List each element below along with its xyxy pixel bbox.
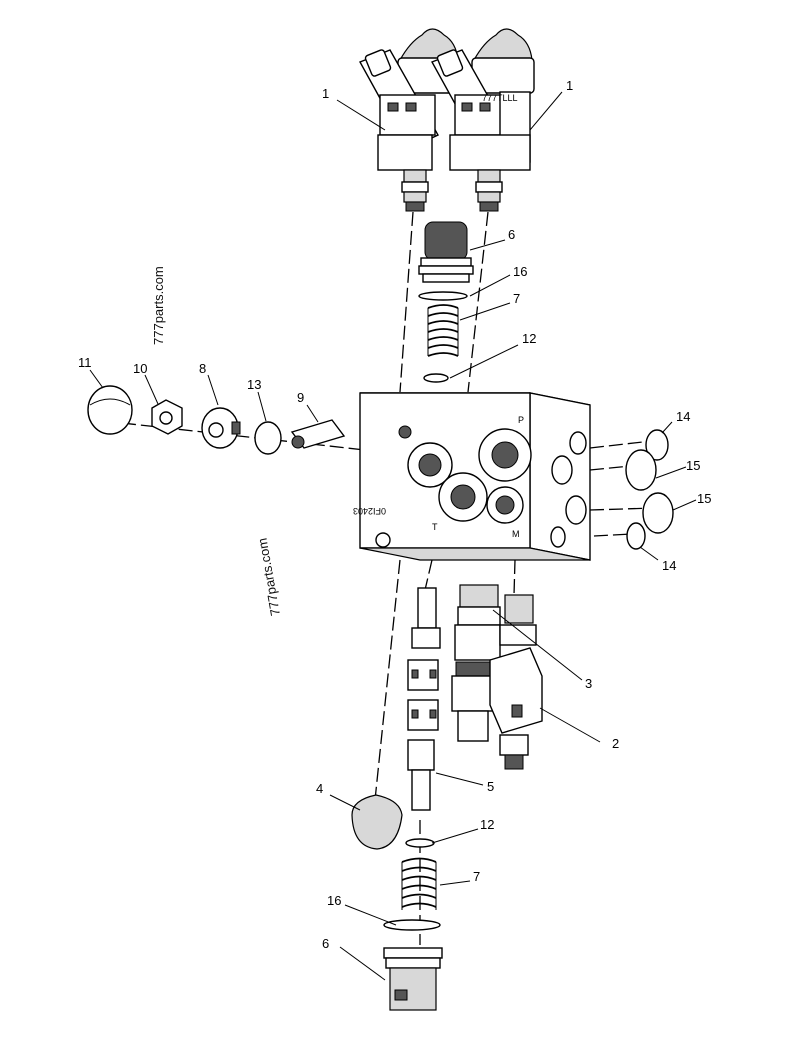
cap-part-11 bbox=[87, 385, 133, 435]
watermark-inverted: 777parts.com bbox=[255, 537, 283, 617]
callout-13: 13 bbox=[247, 377, 261, 392]
callout-14-top: 14 bbox=[676, 409, 690, 424]
callout-11: 11 bbox=[78, 355, 92, 370]
washer-top bbox=[418, 291, 468, 301]
watermark-vertical: 777parts.com bbox=[151, 266, 166, 345]
spool-part-5 bbox=[407, 587, 441, 811]
plug-bottom bbox=[383, 947, 443, 1011]
callout-3: 3 bbox=[585, 676, 592, 691]
o-ring-part-14-bottom bbox=[626, 522, 646, 550]
o-ring-part-15-bottom bbox=[642, 492, 674, 534]
callout-2: 2 bbox=[612, 736, 619, 751]
port-m-label: M bbox=[512, 529, 520, 539]
callout-1-left: 1 bbox=[322, 86, 329, 101]
serial-marking: 0FI2403 bbox=[353, 506, 386, 516]
callout-15-bottom: 15 bbox=[697, 491, 711, 506]
cap-part-4 bbox=[351, 794, 403, 850]
o-ring-bottom bbox=[405, 838, 435, 848]
callout-labels: 1 1 2 3 4 5 6 6 7 7 8 9 10 11 12 12 13 1… bbox=[78, 78, 711, 951]
port-p-label: P bbox=[518, 415, 524, 425]
leader-lines bbox=[89, 91, 697, 981]
washer-bottom bbox=[383, 919, 441, 931]
solenoid-watermark: 777TLLL bbox=[482, 93, 518, 103]
solenoid-left bbox=[359, 28, 461, 212]
callout-9: 9 bbox=[297, 390, 304, 405]
valve-body: P T M 0FI2403 bbox=[353, 392, 591, 561]
spring-top bbox=[427, 304, 459, 357]
callout-7-bottom: 7 bbox=[473, 869, 480, 884]
adapter-part-10 bbox=[151, 399, 183, 435]
callout-8: 8 bbox=[199, 361, 206, 376]
callout-1-right: 1 bbox=[566, 78, 573, 93]
plug-top bbox=[418, 221, 474, 283]
callout-4: 4 bbox=[316, 781, 323, 796]
solenoid-right: 777TLLL bbox=[431, 28, 535, 212]
callout-12-bottom: 12 bbox=[480, 817, 494, 832]
callout-7-top: 7 bbox=[513, 291, 520, 306]
o-ring-top bbox=[423, 373, 449, 383]
callout-16-bottom: 16 bbox=[327, 893, 341, 908]
callout-10: 10 bbox=[133, 361, 147, 376]
cartridge-part-3 bbox=[451, 584, 501, 742]
callout-6-top: 6 bbox=[508, 227, 515, 242]
fitting-part-8 bbox=[201, 407, 241, 449]
callout-5: 5 bbox=[487, 779, 494, 794]
o-ring-part-13 bbox=[254, 421, 282, 455]
port-t-label: T bbox=[432, 522, 438, 532]
plunger-part-9 bbox=[290, 419, 346, 449]
callout-12-top: 12 bbox=[522, 331, 536, 346]
spring-bottom bbox=[401, 857, 437, 910]
callout-15-top: 15 bbox=[686, 458, 700, 473]
valve-part-2 bbox=[489, 594, 543, 770]
callout-14-bottom: 14 bbox=[662, 558, 676, 573]
callout-6-bottom: 6 bbox=[322, 936, 329, 951]
callout-16-top: 16 bbox=[513, 264, 527, 279]
o-ring-part-15-top bbox=[625, 449, 657, 491]
o-ring-part-14-top bbox=[645, 429, 669, 461]
